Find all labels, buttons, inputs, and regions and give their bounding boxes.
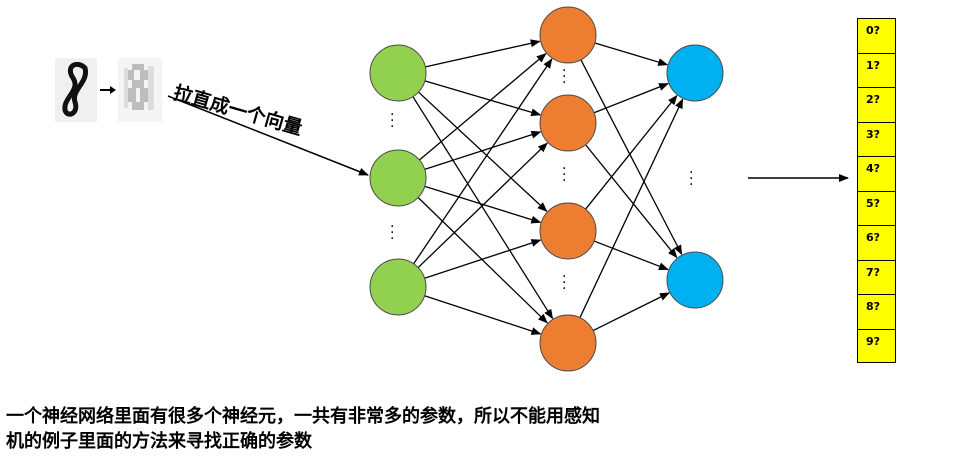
ellipsis-hidden-2: ··· [562,161,567,189]
hidden-node-0 [539,6,597,64]
digit-eight-image [55,58,97,122]
caption-line-2: 机的例子里面的方法来寻找正确的参数 [6,431,312,452]
output-label-5: 5? [857,190,896,225]
output-label-0: 0? [857,18,896,53]
connections [412,39,684,335]
edge-hidden-3-output-0 [579,98,684,318]
edge-input-0-hidden-1 [424,80,542,117]
edge-hidden-1-output-0 [593,83,669,114]
ellipsis-hidden-3: ··· [562,269,567,297]
input-node-1 [369,149,427,207]
edge-hidden-1-output-1 [585,144,678,259]
caption-line-1: 一个神经网络里面有很多个神经元，一共有非常多的参数，所以不能用感知 [6,406,600,427]
input-node-2 [369,258,427,316]
edge-input-2-hidden-2 [424,239,542,279]
output-node-0 [666,44,724,102]
output-label-3: 3? [857,121,896,156]
edge-hidden-3-output-1 [592,292,670,332]
hidden-node-3 [539,314,597,372]
edge-input-0-hidden-2 [418,91,548,212]
edge-input-0-hidden-0 [425,39,541,68]
ellipsis-input-upper: ··· [390,107,395,135]
pixelated-digit-image [118,58,162,122]
output-label-8: 8? [857,294,896,329]
edge-input-1-hidden-2 [424,185,542,224]
edge-input-1-hidden-3 [417,197,548,324]
hidden-node-2 [539,202,597,260]
hidden-node-1 [539,94,597,152]
edge-input-2-hidden-1 [417,142,548,269]
output-label-column: 0?1?2?3?4?5?6?7?8?9? [857,18,896,363]
caption: 一个神经网络里面有很多个神经元，一共有非常多的参数，所以不能用感知 机的例子里面… [6,404,600,454]
edge-hidden-0-output-1 [580,59,683,256]
image-to-input-arrow [167,95,369,176]
edge-hidden-2-output-1 [593,240,669,271]
edge-input-1-hidden-1 [424,130,542,170]
ellipsis-input-lower: ··· [390,219,395,247]
small-arrow-icon [100,86,116,94]
edge-hidden-0-output-0 [594,42,669,66]
output-label-4: 4? [857,156,896,191]
edge-input-0-hidden-3 [412,96,554,320]
output-label-7: 7? [857,259,896,294]
ellipsis-hidden-1: ··· [562,63,567,91]
output-label-2: 2? [857,87,896,122]
ellipsis-output: ··· [689,165,694,193]
output-label-9: 9? [857,328,896,363]
edge-input-1-hidden-0 [419,53,547,161]
output-label-1: 1? [857,52,896,87]
input-node-0 [369,44,427,102]
edge-input-2-hidden-3 [424,295,542,335]
nodes [369,6,724,372]
edge-hidden-2-output-0 [585,94,678,210]
output-node-1 [666,251,724,309]
edge-input-2-hidden-0 [413,58,553,265]
output-label-6: 6? [857,225,896,260]
